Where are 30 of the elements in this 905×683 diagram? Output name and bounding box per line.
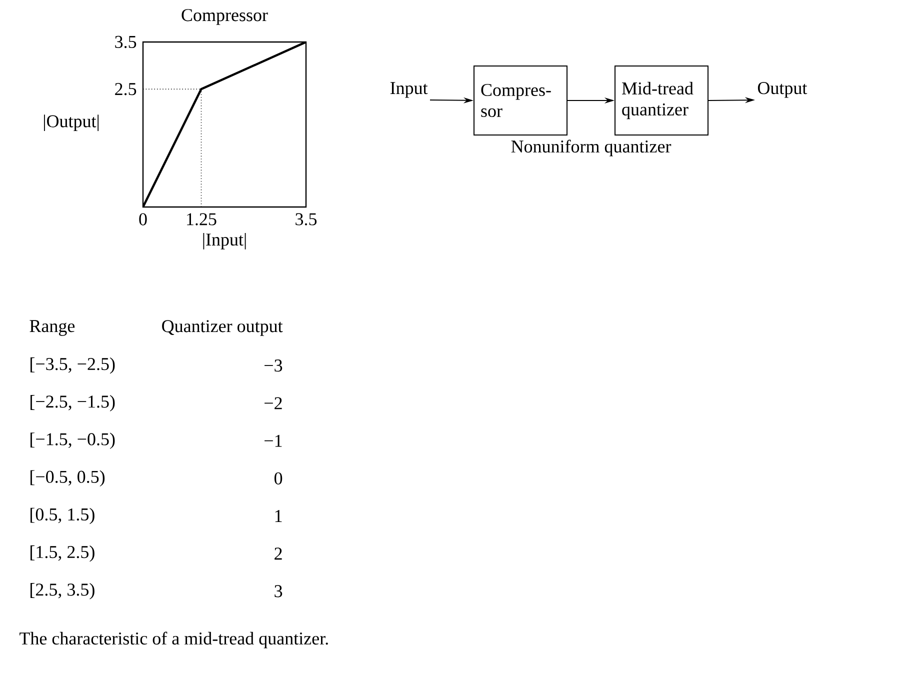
table-cell: [1.5, 2.5)	[30, 545, 94, 562]
table-cell: −2	[264, 397, 282, 410]
table-cell: 3	[274, 585, 282, 598]
table-cell: 2	[274, 548, 282, 560]
table-cell: [−3.5, −2.5)	[30, 357, 115, 374]
signal-label: Input	[390, 82, 428, 98]
table-cell: −1	[264, 434, 282, 447]
table-cell: [−1.5, −0.5)	[30, 432, 115, 449]
table-cell: [2.5, 3.5)	[30, 583, 94, 600]
block-caption: Nonuniform quantizer	[511, 140, 672, 156]
x-tick-label: 1.25	[187, 213, 216, 226]
table-cell: [0.5, 1.5)	[30, 508, 94, 524]
table-cell: Quantizer output	[162, 320, 283, 336]
y-tick-label: 2.5	[115, 83, 136, 96]
process-box: Compres- sor	[474, 66, 568, 136]
table-cell: 0	[274, 472, 282, 484]
signal-label: Output	[758, 82, 808, 98]
y-axis-title: |Output|	[44, 114, 99, 132]
chart-title: Compressor	[182, 9, 268, 25]
x-axis-title: |Input|	[203, 232, 246, 250]
x-tick-label: 0	[139, 213, 147, 226]
line-chart: 0 1.25 3.5 2.5 3.5 |Input| |Output| Compressor	[44, 9, 317, 250]
process-box: Mid-tread quantizer	[614, 66, 708, 136]
x-tick-label: 3.5	[296, 213, 317, 226]
table-cell: [−0.5, 0.5)	[30, 470, 105, 487]
table-cell: 1	[275, 510, 282, 522]
caption: The characteristic of a mid-tread quantizer.	[20, 632, 328, 648]
table-cell: [−2.5, −1.5)	[30, 395, 115, 412]
table-cell: Range	[30, 320, 75, 336]
table-cell: −3	[264, 360, 282, 372]
